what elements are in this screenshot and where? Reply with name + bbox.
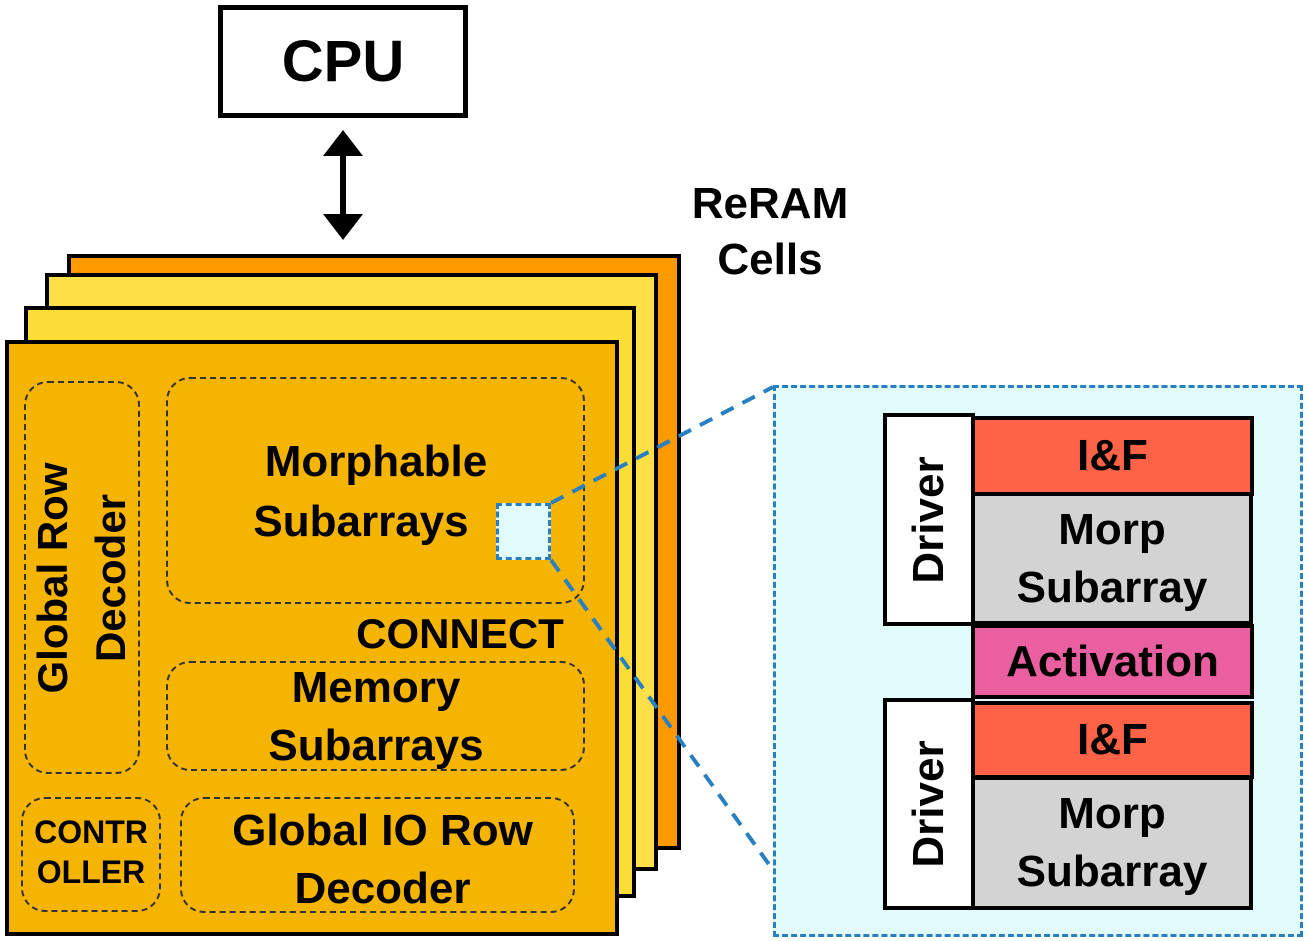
global-row-decoder-label: Global Row Decoder xyxy=(24,381,140,774)
driver-block-top: Driver xyxy=(883,413,975,626)
driver-block-bottom: Driver xyxy=(883,698,975,910)
global-io-row-decoder-label: Global IO Row Decoder xyxy=(180,802,585,918)
bidirectional-arrow xyxy=(323,130,363,240)
global-row-decoder-line2: Decoder xyxy=(87,493,134,662)
if-block-top: I&F xyxy=(971,416,1254,496)
morp-subarray-block-bottom: Morp Subarray xyxy=(971,776,1253,910)
global-row-decoder-region xyxy=(24,381,140,774)
cpu-label: CPU xyxy=(281,29,405,94)
activation-block: Activation xyxy=(971,624,1254,699)
morp-subarray-block-top: Morp Subarray xyxy=(971,492,1253,625)
memory-subarrays-label: Memory Subarrays xyxy=(166,659,586,775)
global-row-decoder-line1: Global Row xyxy=(29,462,76,693)
if-bottom-label: I&F xyxy=(1077,715,1148,764)
if-block-bottom: I&F xyxy=(971,701,1254,779)
controller-label: CONTR OLLER xyxy=(21,812,161,892)
cpu-block: CPU xyxy=(218,5,468,118)
driver-bottom-label: Driver xyxy=(904,740,953,868)
driver-top-label: Driver xyxy=(904,455,953,584)
controller-line1: CONTR xyxy=(34,814,148,850)
morphable-line2: Subarrays xyxy=(253,497,469,546)
activation-label: Activation xyxy=(1006,636,1219,686)
morphable-subarrays-label: Morphable Subarrays xyxy=(166,432,586,552)
morp-top-line1: Morp xyxy=(1058,504,1166,554)
memory-line1: Memory xyxy=(291,663,461,712)
reram-cells-label: ReRAM Cells xyxy=(670,176,870,288)
morp-bottom-line1: Morp xyxy=(1058,789,1166,838)
memory-line2: Subarrays xyxy=(268,721,484,770)
global-io-line1: Global IO Row xyxy=(232,806,533,855)
zoomed-tile-marker xyxy=(496,503,551,560)
controller-region xyxy=(21,797,161,912)
controller-line2: OLLER xyxy=(36,854,146,890)
reram-label-line2: Cells xyxy=(717,235,823,284)
morp-top-line2: Subarray xyxy=(1016,562,1208,612)
if-top-label: I&F xyxy=(1077,431,1148,480)
global-io-line2: Decoder xyxy=(294,864,471,913)
morp-bottom-line2: Subarray xyxy=(1016,847,1208,896)
morphable-line1: Morphable xyxy=(264,437,488,486)
reram-label-line1: ReRAM xyxy=(691,179,849,228)
connect-label: CONNECT xyxy=(356,610,564,657)
